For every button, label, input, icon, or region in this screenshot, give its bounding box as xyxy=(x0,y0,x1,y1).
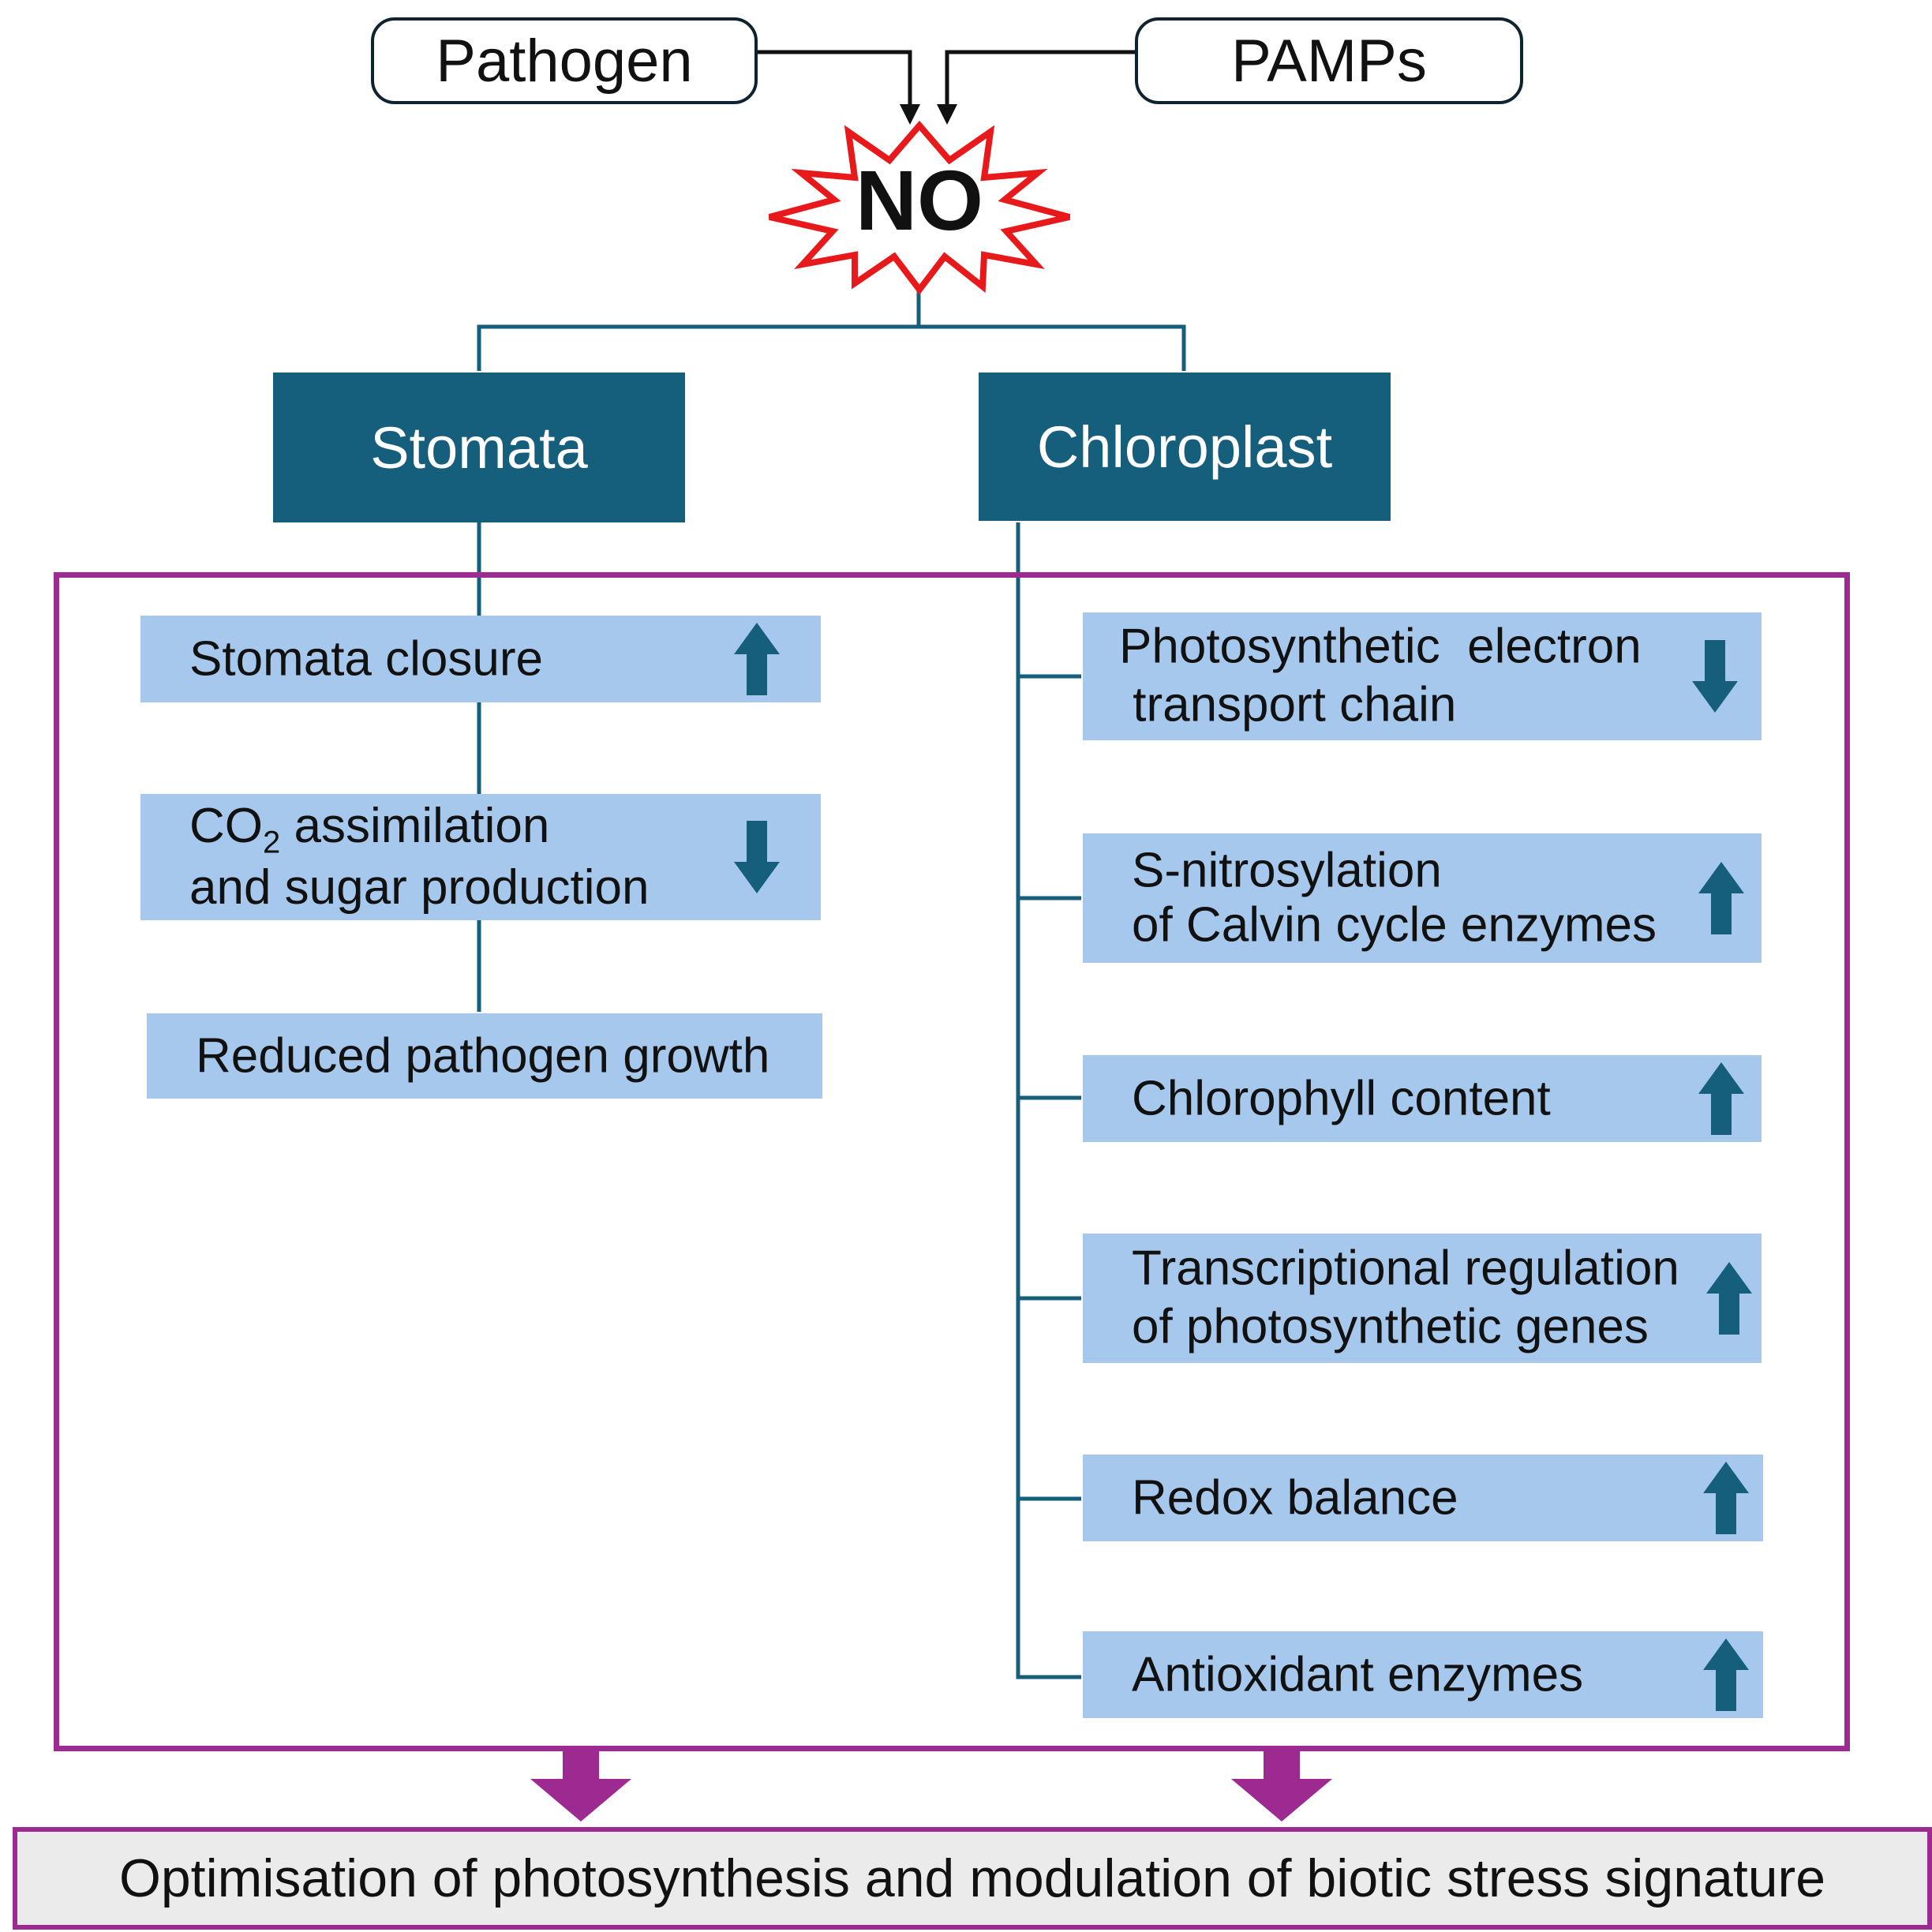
up-arrow-icon xyxy=(1706,1262,1752,1335)
no-burst-shape xyxy=(768,120,1071,295)
chloroplast-box: Chloroplast xyxy=(979,373,1391,521)
item-label: Antioxidant enzymes xyxy=(1132,1647,1584,1702)
outcome-label: Optimisation of photosynthesis and modul… xyxy=(118,1848,1826,1908)
pamps-arrowhead xyxy=(937,104,957,125)
item-label-line2: and sugar production xyxy=(189,860,650,915)
pamps-label: PAMPs xyxy=(1231,27,1427,95)
up-arrow-icon xyxy=(1703,1638,1749,1711)
up-arrow-icon xyxy=(1698,862,1744,934)
pathogen-box: Pathogen xyxy=(371,17,758,104)
no-label: NO xyxy=(856,152,983,248)
stomata-closure-item: Stomata closure xyxy=(140,616,821,702)
down-arrow-icon xyxy=(734,821,780,893)
no-split-connector-right xyxy=(919,324,1186,371)
electron-transport-item: Photosynthetic electron transport chain xyxy=(1083,612,1762,740)
down-arrow-icon xyxy=(1692,640,1738,713)
item-label-line2: of photosynthetic genes xyxy=(1132,1300,1649,1354)
reduced-pathogen-growth-item: Reduced pathogen growth xyxy=(147,1013,822,1099)
item-label-line2: transport chain xyxy=(1119,678,1457,732)
chloroplast-trunk xyxy=(1016,522,1081,1679)
outcome-box: Optimisation of photosynthesis and modul… xyxy=(13,1827,1932,1930)
antioxidant-enzymes-item: Antioxidant enzymes xyxy=(1083,1631,1763,1718)
stomata-label: Stomata xyxy=(370,414,588,481)
pamps-box: PAMPs xyxy=(1135,17,1523,104)
redox-balance-item: Redox balance xyxy=(1083,1455,1763,1541)
outcome-arrow-left xyxy=(530,1749,631,1822)
item-label-line1: S-nitrosylation xyxy=(1132,843,1442,898)
pathogen-connector xyxy=(756,50,912,110)
no-burst: NO xyxy=(768,120,1071,295)
item-label-line1: Transcriptional regulation xyxy=(1132,1241,1679,1296)
chlorophyll-content-item: Chlorophyll content xyxy=(1083,1055,1762,1142)
item-label-line1: CO2 assimilation xyxy=(189,799,550,860)
co2-assimilation-item: CO2 assimilation and sugar production xyxy=(140,794,821,920)
item-label: Redox balance xyxy=(1132,1470,1458,1526)
item-label-line1: Photosynthetic electron xyxy=(1119,619,1642,674)
chloroplast-label: Chloroplast xyxy=(1036,414,1333,480)
pathogen-label: Pathogen xyxy=(436,27,693,95)
no-split-connector xyxy=(477,288,921,371)
item-label-line2: of Calvin cycle enzymes xyxy=(1132,898,1657,953)
up-arrow-icon xyxy=(734,623,780,695)
pathogen-arrowhead xyxy=(900,104,920,125)
item-label: Reduced pathogen growth xyxy=(196,1028,770,1084)
pamps-connector xyxy=(945,50,1136,110)
stomata-box: Stomata xyxy=(273,373,685,522)
up-arrow-icon xyxy=(1698,1062,1744,1135)
effects-frame xyxy=(54,572,1850,1751)
item-label: Stomata closure xyxy=(189,631,543,687)
transcriptional-regulation-item: Transcriptional regulation of photosynth… xyxy=(1083,1234,1762,1363)
outcome-arrow-right xyxy=(1231,1749,1332,1822)
up-arrow-icon xyxy=(1703,1462,1749,1534)
item-label: Chlorophyll content xyxy=(1132,1071,1551,1126)
s-nitrosylation-item: S-nitrosylation of Calvin cycle enzymes xyxy=(1083,833,1762,963)
